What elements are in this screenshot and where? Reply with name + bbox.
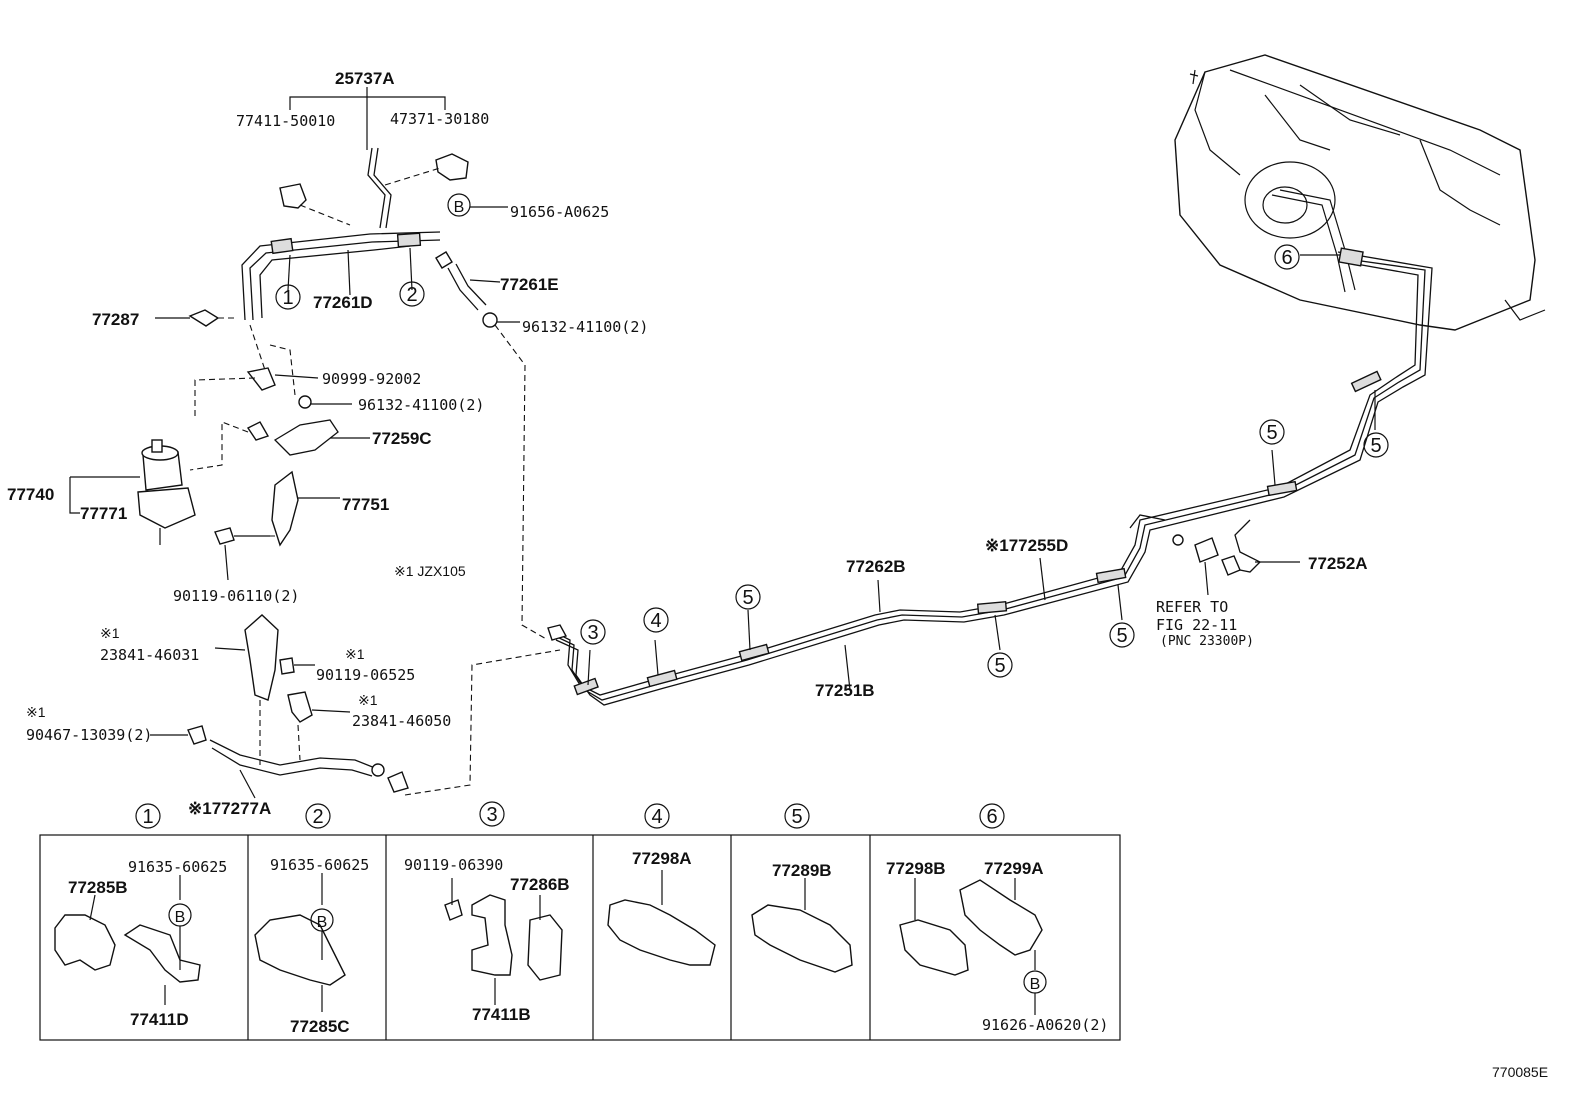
detail3-90119-06390: 90119-06390: [404, 856, 503, 874]
label-90999-92002: 90999-92002: [322, 370, 421, 388]
fuel-tank-illustration: [1174, 54, 1546, 331]
label-77277A: ※177277A: [188, 799, 271, 818]
label-77255D: ※177255D: [985, 536, 1068, 555]
label-77771: 77771: [80, 504, 127, 523]
callout-1-top: 1: [282, 287, 293, 309]
label-77252A: 77252A: [1308, 554, 1368, 573]
refer-line-3: (PNC 23300P): [1160, 634, 1254, 649]
callout-b-top: B: [454, 199, 465, 216]
callout-5-line-e: 5: [1370, 435, 1381, 457]
mark-23841-46050: ※1: [358, 692, 378, 708]
detail-header-1: 1: [142, 806, 153, 828]
callout-b-box1: B: [175, 909, 186, 926]
detail5-77289B: 77289B: [772, 861, 832, 880]
callout-b-box6: B: [1030, 976, 1041, 993]
detail1-91635-60625: 91635-60625: [128, 858, 227, 876]
label-96132-41100-a: 96132-41100(2): [522, 318, 648, 336]
label-77259C: 77259C: [372, 429, 432, 448]
callout-5-line-a: 5: [742, 587, 753, 609]
label-77751: 77751: [342, 495, 389, 514]
refer-line-1: REFER TO: [1156, 598, 1228, 616]
main-fuel-lines: [547, 247, 1433, 706]
detail1-77285B: 77285B: [68, 878, 128, 897]
lower-left-parts: [150, 614, 561, 799]
refer-line-2: FIG 22-11: [1156, 616, 1237, 634]
callout-2-top: 2: [406, 284, 417, 306]
label-77287: 77287: [92, 310, 139, 329]
label-77261D: 77261D: [313, 293, 373, 312]
detail1-77411D: 77411D: [130, 1010, 189, 1029]
label-90119-06525: 90119-06525: [316, 666, 415, 684]
detail6-91626-A0620: 91626-A0620(2): [982, 1016, 1108, 1034]
label-77262B: 77262B: [846, 557, 906, 576]
label-23841-46031: 23841-46031: [100, 646, 199, 664]
callout-5-line-c: 5: [1116, 625, 1127, 647]
callout-3-line: 3: [587, 622, 598, 644]
label-77411-50010: 77411-50010: [236, 112, 335, 130]
detail4-77298A: 77298A: [632, 849, 692, 868]
callout-5-line-b: 5: [994, 655, 1005, 677]
detail2-77285C: 77285C: [290, 1017, 350, 1036]
label-77740: 77740: [7, 485, 54, 504]
detail-header-4: 4: [651, 806, 662, 828]
mark-90467-13039: ※1: [26, 704, 46, 720]
detail3-77286B: 77286B: [510, 875, 570, 894]
label-23841-46050: 23841-46050: [352, 712, 451, 730]
part-labels: 25737A 77411-50010 47371-30180 91656-A06…: [7, 69, 1548, 1080]
detail6-77299A: 77299A: [984, 859, 1044, 878]
mark-90119-06525: ※1: [345, 646, 365, 662]
figure-id: 770085E: [1492, 1064, 1548, 1080]
callout-4-line: 4: [650, 610, 661, 632]
detail3-77411B: 77411B: [472, 1005, 531, 1024]
callout-5-line-d: 5: [1266, 422, 1277, 444]
vapor-pipe-assembly: [69, 87, 520, 581]
label-90119-06110: 90119-06110(2): [173, 587, 299, 605]
detail-header-3: 3: [486, 804, 497, 826]
vapor-route-line: [494, 324, 549, 641]
label-77261E: 77261E: [500, 275, 559, 294]
detail-boxes: [39, 834, 1121, 1041]
callout-6-line: 6: [1281, 247, 1292, 269]
label-25737A: 25737A: [335, 69, 395, 88]
note-jzx105: ※1 JZX105: [394, 563, 466, 579]
detail-header-6: 6: [986, 806, 997, 828]
detail2-91635-60625: 91635-60625: [270, 856, 369, 874]
detail-header-2: 2: [312, 806, 323, 828]
label-90467-13039: 90467-13039(2): [26, 726, 152, 744]
label-91656-A0625: 91656-A0625: [510, 203, 609, 221]
mark-23841-46031: ※1: [100, 625, 120, 641]
label-96132-41100-b: 96132-41100(2): [358, 396, 484, 414]
callout-b-box2: B: [317, 914, 328, 931]
label-77251B: 77251B: [815, 681, 875, 700]
detail-header-5: 5: [791, 806, 802, 828]
label-47371-30180: 47371-30180: [390, 110, 489, 128]
detail6-77298B: 77298B: [886, 859, 946, 878]
circled-callouts: 1 2 3 4 5 5 5 5 5 6 1 2 3 4 5 6 B B B B: [135, 199, 1389, 993]
